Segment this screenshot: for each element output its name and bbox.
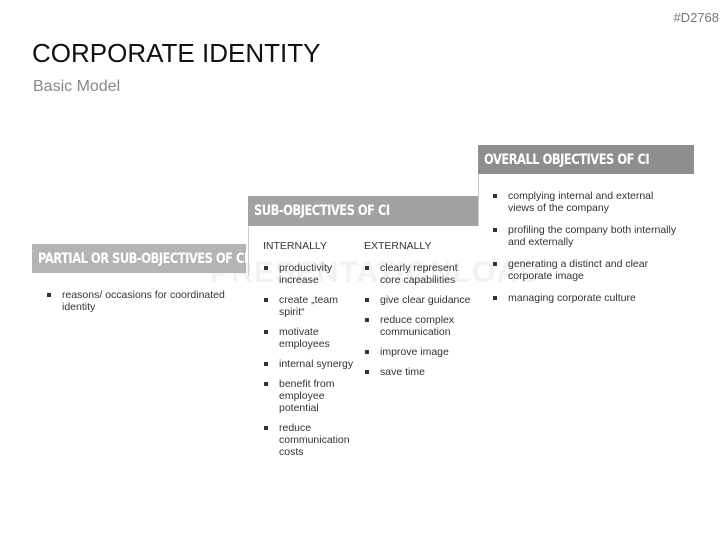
list-item: save time (364, 366, 476, 378)
overall-list: complying internal and external views of… (492, 190, 682, 312)
list-item: motivate employees (263, 326, 355, 350)
slide-code: #D2768 (673, 10, 719, 25)
partial-list: reasons/ occasions for coordinated ident… (46, 289, 246, 321)
list-item: managing corporate culture (492, 292, 682, 304)
list-item: complying internal and external views of… (492, 190, 682, 214)
externally-column: EXTERNALLY clearly represent core capabi… (364, 240, 476, 386)
list-item: create „team spirit“ (263, 294, 355, 318)
internally-label: INTERNALLY (263, 240, 327, 252)
list-item: internal synergy (263, 358, 355, 370)
overall-heading-bar: OVERALL OBJECTIVES OF CI (478, 145, 694, 174)
list-item: reduce complex communication (364, 314, 476, 338)
list-item: give clear guidance (364, 294, 476, 306)
overall-heading: OVERALL OBJECTIVES OF CI (484, 151, 650, 168)
step-line (248, 226, 249, 276)
internally-column: INTERNALLY productivity increase create … (263, 240, 355, 466)
page-subtitle: Basic Model (33, 78, 121, 95)
partial-heading: PARTIAL OR SUB-OBJECTIVES OF CI (38, 250, 248, 267)
page-title: CORPORATE IDENTITY (32, 38, 321, 68)
list-item: reduce communication costs (263, 422, 355, 458)
list-item: generating a distinct and clear corporat… (492, 258, 682, 282)
watermark: PRESENTATIONLOAD (210, 256, 542, 289)
sub-heading: SUB-OBJECTIVES OF CI (254, 203, 390, 219)
list-item: reasons/ occasions for coordinated ident… (46, 289, 246, 313)
list-item: profiling the company both internally an… (492, 224, 682, 248)
step-line (478, 174, 479, 226)
sub-heading-bar: SUB-OBJECTIVES OF CI (248, 196, 478, 226)
partial-heading-bar: PARTIAL OR SUB-OBJECTIVES OF CI (32, 244, 248, 273)
list-item: benefit from employee potential (263, 378, 355, 414)
list-item: clearly represent core capabilities (364, 262, 476, 286)
externally-label: EXTERNALLY (364, 240, 432, 252)
list-item: improve image (364, 346, 476, 358)
list-item: productivity increase (263, 262, 355, 286)
